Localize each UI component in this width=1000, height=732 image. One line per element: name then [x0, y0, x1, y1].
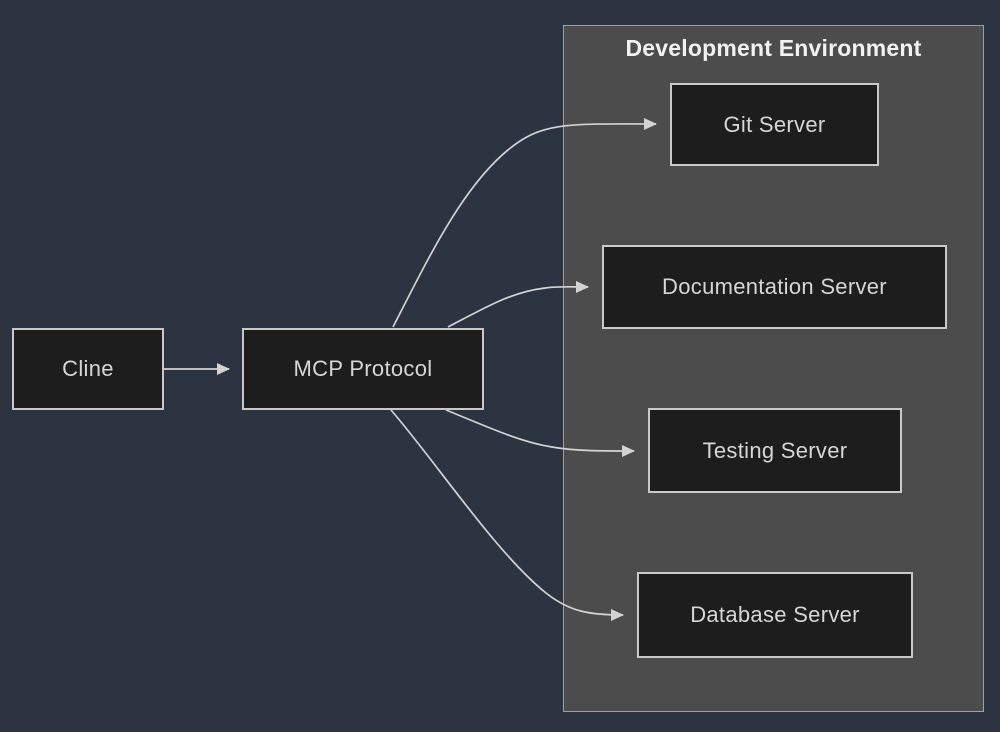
edge-mcp-to-git [392, 117, 657, 328]
node-documentation-server: Documentation Server [602, 245, 947, 329]
node-cline-label: Cline [62, 356, 114, 381]
edge-mcp-to-database [390, 409, 624, 621]
node-documentation-server-label: Documentation Server [662, 274, 887, 299]
edge-mcp-to-docs [447, 280, 589, 328]
node-mcp-protocol-label: MCP Protocol [293, 356, 433, 381]
node-testing-server-label: Testing Server [702, 437, 848, 463]
node-database-server: Database Server [637, 572, 913, 658]
node-git-server-label: Git Server [723, 111, 826, 137]
node-mcp-protocol: MCP Protocol [242, 328, 484, 410]
node-cline: Cline [12, 328, 164, 410]
node-testing-server: Testing Server [648, 408, 902, 493]
node-git-server: Git Server [670, 83, 879, 166]
node-database-server-label: Database Server [690, 602, 860, 627]
cluster-title: Development Environment [625, 35, 922, 61]
edge-mcp-to-testing [445, 409, 635, 457]
